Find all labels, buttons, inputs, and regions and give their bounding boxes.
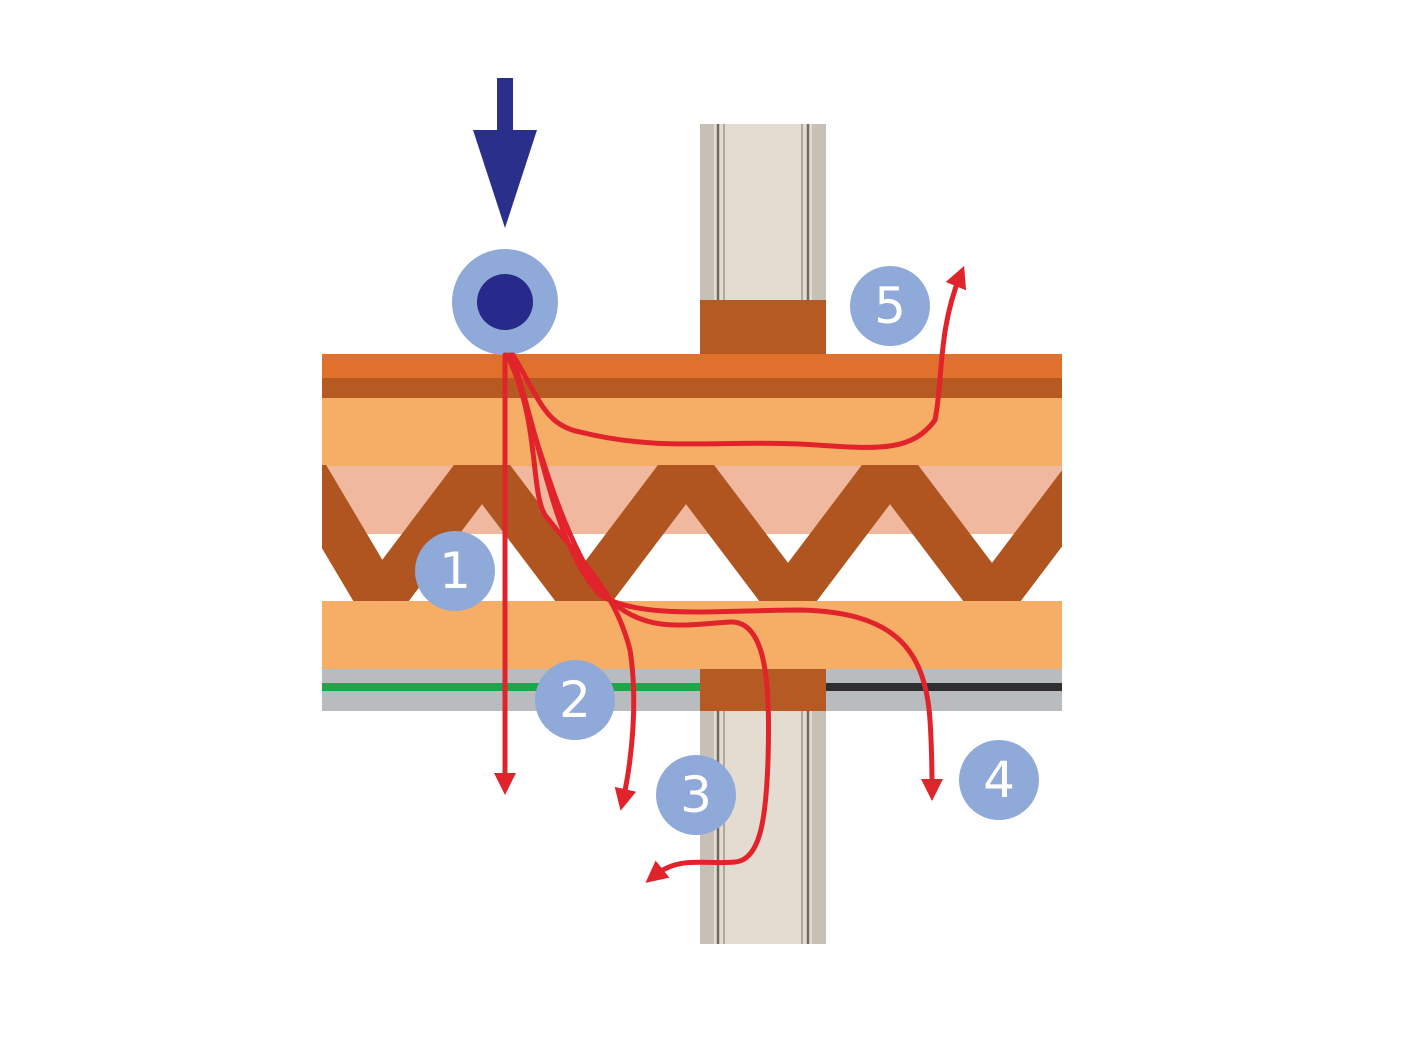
badge-1: 1 [415,531,495,611]
floor-assembly [322,354,1062,711]
resilient-channel [322,669,1062,683]
upper-stud-wall [700,124,826,356]
upper-wall-plate [700,300,826,356]
badge-3: 3 [656,755,736,835]
load-point-inner [477,274,533,330]
impact-load-arrow [473,78,537,228]
load-arrow-head [473,130,537,228]
ceiling-layer-green [322,683,700,691]
badge-5: 5 [850,266,930,346]
truss-web-start [322,465,400,601]
badge-2-label: 2 [559,671,591,729]
lower-wall-plate [700,669,826,711]
load-point [452,249,558,355]
badge-1-label: 1 [439,542,471,600]
badge-3-circle [656,755,736,835]
upper-stud-edge-left [700,124,714,304]
badge-4-label: 4 [983,751,1015,809]
badge-5-circle [850,266,930,346]
truss-web-zigzag [361,465,1062,601]
truss-webs [322,465,1062,601]
floor-topping [322,354,1062,378]
path-4-flanking [509,352,943,802]
badge-4-circle [959,740,1039,820]
transmission-paths [493,265,967,883]
ceiling-layer-black [826,683,1062,691]
lower-stud-edge-right [812,706,826,944]
path-5-flanking [510,265,967,450]
badge-2-circle [535,660,615,740]
upper-stud-edge-right [812,124,826,304]
badge-2: 2 [535,660,615,740]
path-3-flanking [507,352,772,883]
badge-5-label: 5 [874,277,906,335]
badge-3-label: 3 [680,766,712,824]
floor-topping-dark [322,378,1062,398]
top-chord [322,398,1062,466]
badge-4: 4 [959,740,1039,820]
badge-1-circle [415,531,495,611]
upper-stud-body [700,124,826,304]
ceiling-gypsum [322,691,1062,711]
